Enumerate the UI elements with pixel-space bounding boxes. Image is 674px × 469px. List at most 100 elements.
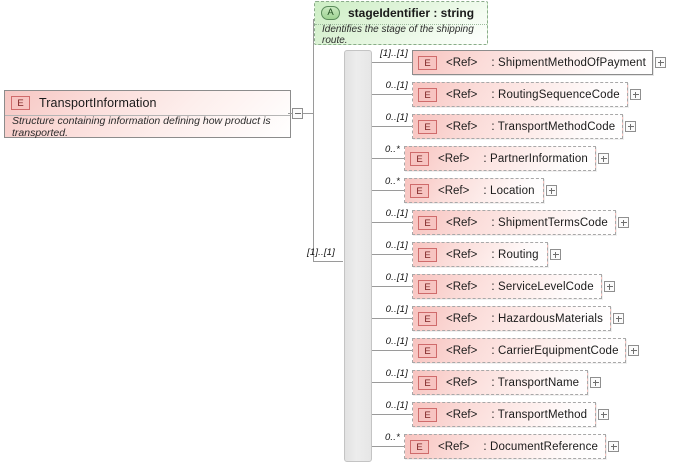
ref-label: <Ref> xyxy=(446,376,478,389)
cardinality-label-4: 0..* xyxy=(384,144,400,155)
cardinality-label-12: 0..[1] xyxy=(385,400,408,411)
attribute-documentation: Identifies the stage of the shipping rou… xyxy=(322,24,474,46)
ref-row-10[interactable]: E<Ref>: CarrierEquipmentCode xyxy=(412,338,626,363)
element-icon: E xyxy=(418,279,437,294)
ref-row-2[interactable]: E <Ref> : RoutingSequenceCode xyxy=(412,82,628,107)
ref-row-12[interactable]: E <Ref> : TransportMethod xyxy=(412,402,596,427)
ref-row-7[interactable]: E<Ref>: Routing xyxy=(412,242,548,267)
ref-type-name: : TransportMethodCode xyxy=(491,120,616,133)
plus-icon-vertical xyxy=(595,380,596,386)
plus-icon-vertical xyxy=(618,316,619,322)
plus-icon-horizontal xyxy=(621,222,627,223)
element-icon: E xyxy=(418,407,437,422)
plus-icon-vertical xyxy=(603,156,604,162)
cardinality-label-5: 0..* xyxy=(384,176,400,187)
cardinality-label-13: 0..* xyxy=(384,432,400,443)
ref-type-name: : ShipmentMethodOfPayment xyxy=(491,56,646,69)
connector-child-13 xyxy=(372,446,404,447)
minus-icon xyxy=(295,113,301,114)
element-description-row: Structure containing information definin… xyxy=(5,115,290,139)
connector-child-8 xyxy=(372,286,412,287)
ref-row-3[interactable]: E <Ref> : TransportMethodCode xyxy=(412,114,623,139)
collapse-box-root[interactable] xyxy=(292,108,303,119)
ref-label: <Ref> xyxy=(446,344,478,357)
ref-row-4[interactable]: E <Ref> : PartnerInformation xyxy=(404,146,596,171)
cardinality-label-8: 0..[1] xyxy=(385,272,408,283)
ref-type-name: : PartnerInformation xyxy=(483,152,588,165)
trunk-vertical-line xyxy=(313,19,314,261)
ref-label: <Ref> xyxy=(446,248,478,261)
ref-type-name: : RoutingSequenceCode xyxy=(491,88,620,101)
plus-icon-vertical xyxy=(635,92,636,98)
connector-child-10 xyxy=(372,350,412,351)
expand-box-12[interactable] xyxy=(598,409,609,420)
plus-icon-vertical xyxy=(630,124,631,130)
element-icon: E xyxy=(410,151,429,166)
expand-box-7[interactable] xyxy=(550,249,561,260)
element-icon: E xyxy=(418,119,437,134)
element-icon: E xyxy=(11,96,30,110)
element-icon: E xyxy=(418,215,437,230)
ref-row-13[interactable]: E<Ref>: DocumentReference xyxy=(404,434,606,459)
attribute-name: stageIdentifier : string xyxy=(348,6,475,20)
ref-row-6[interactable]: E<Ref>: ShipmentTermsCode xyxy=(412,210,616,235)
attribute-box-stageidentifier[interactable]: A stageIdentifier : string Identifies th… xyxy=(314,1,488,46)
ref-row-5[interactable]: E<Ref>: Location xyxy=(404,178,544,203)
element-icon: E xyxy=(410,439,429,454)
element-icon: E xyxy=(418,375,437,390)
expand-box-4[interactable] xyxy=(598,153,609,164)
ref-row-1[interactable]: E<Ref>: ShipmentMethodOfPayment xyxy=(412,50,653,75)
element-icon: E xyxy=(418,311,437,326)
ref-label: <Ref> xyxy=(446,120,478,133)
expand-box-5[interactable] xyxy=(546,185,557,196)
connector-child-2 xyxy=(372,94,412,95)
plus-icon-horizontal xyxy=(601,158,607,159)
connector-sequence xyxy=(313,261,343,262)
plus-icon-vertical xyxy=(555,252,556,258)
expand-box-2[interactable] xyxy=(630,89,641,100)
ref-label: <Ref> xyxy=(446,312,478,325)
ref-type-name: : ServiceLevelCode xyxy=(491,280,594,293)
element-name: TransportInformation xyxy=(39,96,157,110)
ref-row-8[interactable]: E<Ref>: ServiceLevelCode xyxy=(412,274,602,299)
ref-type-name: : HazardousMaterials xyxy=(491,312,603,325)
expand-box-11[interactable] xyxy=(590,377,601,388)
attribute-title-row: A stageIdentifier : string xyxy=(315,2,487,25)
expand-box-13[interactable] xyxy=(608,441,619,452)
ref-label: <Ref> xyxy=(438,440,470,453)
ref-label: <Ref> xyxy=(446,88,478,101)
plus-icon-horizontal xyxy=(601,414,607,415)
ref-type-name: : Location xyxy=(483,184,535,197)
connector-child-4 xyxy=(372,158,404,159)
attribute-icon: A xyxy=(321,6,340,20)
cardinality-label-11: 0..[1] xyxy=(385,368,408,379)
element-box-transportinformation[interactable]: E TransportInformation Structure contain… xyxy=(4,90,291,139)
connector-root-right xyxy=(303,113,313,114)
expand-box-8[interactable] xyxy=(604,281,615,292)
expand-box-1[interactable] xyxy=(655,57,666,68)
connector-child-9 xyxy=(372,318,412,319)
connector-child-3 xyxy=(372,126,412,127)
ref-label: <Ref> xyxy=(438,152,470,165)
plus-icon-vertical xyxy=(603,412,604,418)
ref-type-name: : ShipmentTermsCode xyxy=(491,216,608,229)
element-icon: E xyxy=(418,87,437,102)
element-icon: E xyxy=(410,183,429,198)
expand-box-9[interactable] xyxy=(613,313,624,324)
ref-type-name: : TransportMethod xyxy=(491,408,588,421)
cardinality-label-2: 0..[1] xyxy=(385,80,408,91)
connector-child-1 xyxy=(372,62,412,63)
cardinality-label-10: 0..[1] xyxy=(385,336,408,347)
plus-icon-horizontal xyxy=(616,318,622,319)
ref-label: <Ref> xyxy=(446,408,478,421)
ref-row-11[interactable]: E<Ref>: TransportName xyxy=(412,370,588,395)
connector-child-5 xyxy=(372,190,404,191)
children-group-bar xyxy=(344,50,372,462)
ref-row-9[interactable]: E <Ref> : HazardousMaterials xyxy=(412,306,611,331)
expand-box-6[interactable] xyxy=(618,217,629,228)
connector-child-7 xyxy=(372,254,412,255)
expand-box-10[interactable] xyxy=(628,345,639,356)
expand-box-3[interactable] xyxy=(625,121,636,132)
compositor-cardinality: [1]..[1] xyxy=(307,247,336,258)
